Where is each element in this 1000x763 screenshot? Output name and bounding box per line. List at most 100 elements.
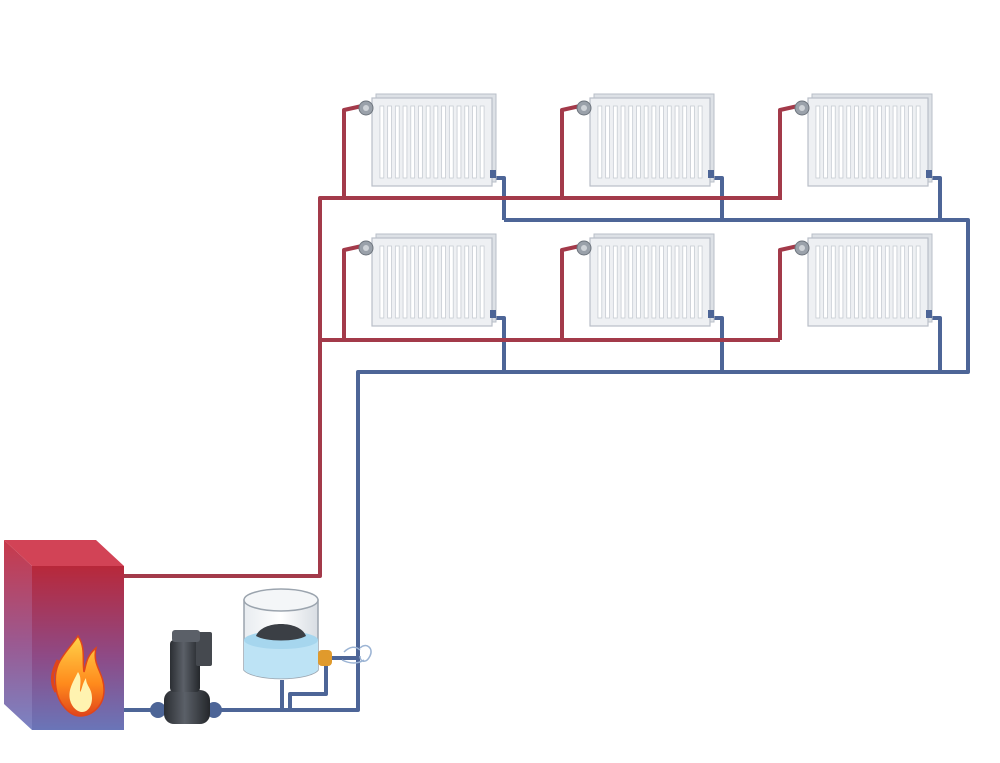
radiator-fin [448, 245, 454, 319]
supply-riser-upper-center [560, 104, 581, 198]
radiator-lower-right [794, 233, 933, 327]
radiator-fin [605, 245, 610, 319]
radiator-fin [643, 105, 649, 179]
radiator-fin [456, 105, 462, 179]
radiator-fin [620, 245, 626, 319]
radiator-fin [877, 245, 882, 319]
tank-diaphragm [256, 624, 306, 641]
radiator-fin [861, 105, 867, 179]
radiator-fin [830, 105, 836, 179]
radiator-fin [479, 105, 485, 179]
radiator-fin [666, 245, 672, 319]
radiator-fin [433, 245, 439, 319]
radiator-fin [838, 245, 844, 319]
pump-motor-cap [172, 630, 200, 642]
return-drop-lower-center [714, 316, 724, 372]
tank-water [244, 640, 318, 679]
valve-icon [341, 644, 372, 664]
boiler [4, 540, 124, 730]
radiator-fin [402, 105, 408, 179]
radiator-panel [807, 97, 929, 187]
radiator-fin [815, 245, 821, 319]
radiator-panel [371, 97, 493, 187]
radiator-fin [674, 105, 680, 179]
radiator-fin [479, 245, 485, 319]
radiator-lower-center [576, 233, 715, 327]
supply-main-line [124, 196, 782, 578]
supply-riser-lower-center [560, 244, 581, 340]
radiator-fin [472, 245, 477, 319]
radiator-fin [464, 245, 470, 319]
return-fitting [708, 170, 714, 178]
radiator-fin [682, 105, 688, 179]
radiator-fin [394, 245, 400, 319]
radiator-fin [394, 105, 400, 179]
radiator-fin [908, 245, 913, 319]
radiator-fin [861, 245, 867, 319]
radiator-fin [869, 105, 875, 179]
radiator-fin [908, 105, 913, 179]
pump [150, 630, 222, 724]
radiator-fin [892, 245, 898, 319]
thermostat-valve-core [581, 245, 587, 251]
supply-riser-upper-left [342, 104, 363, 198]
radiator-fin [605, 105, 610, 179]
return-main-line [124, 218, 970, 712]
radiator-fin [387, 245, 392, 319]
radiator-fin [877, 105, 882, 179]
radiator-fin [597, 105, 603, 179]
radiator-panel [589, 97, 711, 187]
radiator-fin [636, 245, 641, 319]
radiator-fin [418, 105, 423, 179]
radiator-fin [674, 245, 680, 319]
radiator-fin [402, 245, 408, 319]
radiator-panel [589, 237, 711, 327]
radiator-fin [900, 105, 906, 179]
supply-riser-upper-right [778, 104, 799, 198]
thermostat-valve-core [363, 245, 369, 251]
radiator-fin [869, 245, 875, 319]
radiator-fin [597, 245, 603, 319]
radiator-fin [620, 105, 626, 179]
return-valve-link [288, 664, 328, 710]
tank-top-rim [243, 588, 319, 612]
radiator-fin [441, 105, 446, 179]
radiator-fin [425, 245, 431, 319]
return-fitting [490, 170, 496, 178]
supply-riser-lower-right [778, 244, 799, 340]
valve-body [318, 650, 332, 666]
radiator-fin [682, 245, 688, 319]
radiator-fin [815, 105, 821, 179]
pump-motor [170, 640, 200, 692]
radiator-fin [915, 245, 921, 319]
radiator-fin [690, 245, 695, 319]
radiator-upper-left [358, 93, 497, 187]
pump-volute [164, 690, 210, 724]
radiator-fin [651, 245, 657, 319]
radiator-fin [659, 245, 664, 319]
radiator-fin [690, 105, 695, 179]
radiator-fin [884, 105, 890, 179]
radiator-fin [900, 245, 906, 319]
return-fitting [490, 310, 496, 318]
radiator-fin [410, 245, 416, 319]
radiator-fin [464, 105, 470, 179]
thermostat-valve-core [363, 105, 369, 111]
radiator-fin [892, 105, 898, 179]
supply-riser-lower-left [342, 244, 363, 340]
return-fitting [926, 170, 932, 178]
radiator-fin [612, 245, 618, 319]
return-drop-upper-right [932, 176, 942, 220]
radiator-upper-right [794, 93, 933, 187]
radiator-fin [854, 245, 859, 319]
radiator-fin [472, 105, 477, 179]
radiator-fin [697, 245, 703, 319]
radiator-fin [643, 245, 649, 319]
thermostat-valve-core [799, 245, 805, 251]
radiator-fin [915, 105, 921, 179]
pump-inlet-flange [150, 702, 166, 718]
radiator-fin [628, 105, 634, 179]
radiator-fin [830, 245, 836, 319]
radiator-fin [441, 245, 446, 319]
